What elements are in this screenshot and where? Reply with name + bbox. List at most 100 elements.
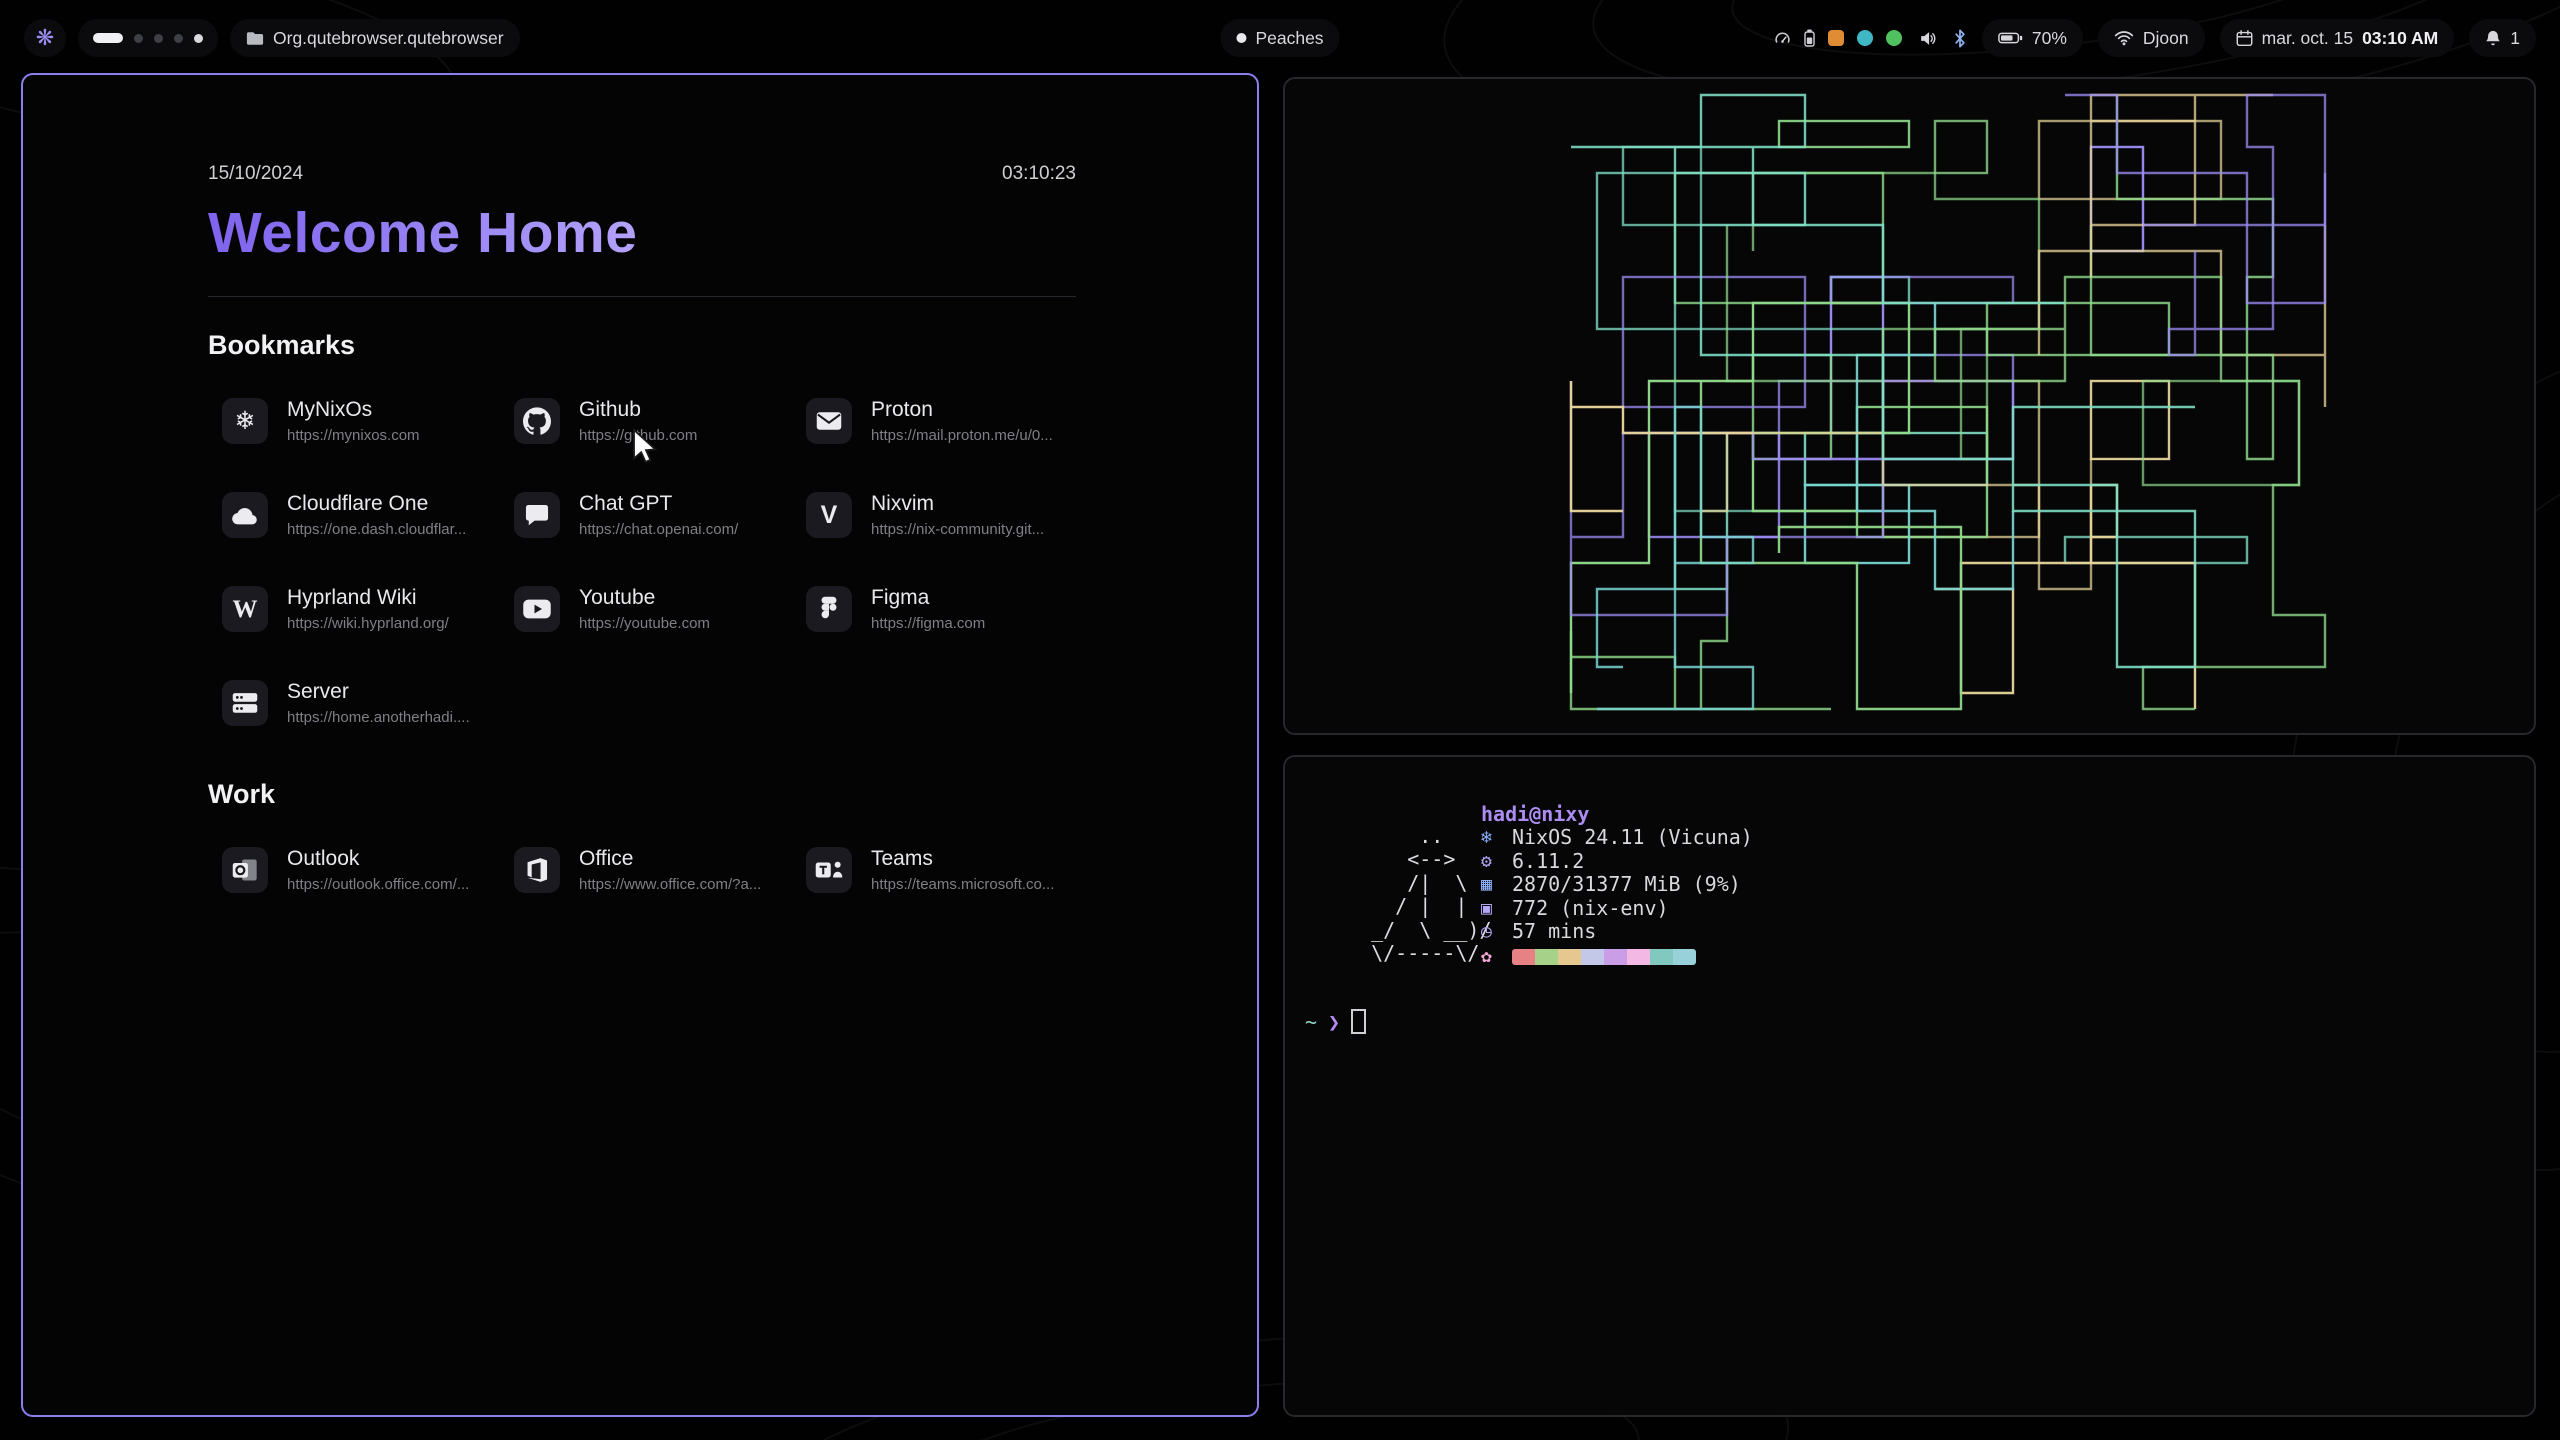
workspace-dot-3[interactable] [154,33,163,43]
media-chip[interactable]: Peaches [1220,19,1340,57]
top-bar: ❋ Org.qutebrowser.qutebrowser Peaches [0,18,2560,58]
battery-chip[interactable]: 70% [1981,19,2083,57]
topbar-right: 70% Djoon mar. oct. 15 03:10 AM 1 [1774,19,2536,57]
fetch-line: ▣772 (nix-env) [1481,896,1753,920]
bookmark-grid: ❄MyNixOshttps://mynixos.comGithubhttps:/… [210,374,1076,750]
bookmark-url: https://figma.com [871,615,986,632]
teams-icon [806,847,852,893]
palette-swatch [1650,949,1673,966]
fetch-line-text: 6.11.2 [1512,848,1585,873]
bookmark-hyprland-wiki[interactable]: W Hyprland Wiki https://wiki.hyprland.org/ [210,562,502,656]
startpage-date: 15/10/2024 [208,163,304,184]
workspace-dot-2[interactable] [134,33,143,43]
workspace-active-pill[interactable] [93,33,123,43]
bookmark-url: https://teams.microsoft.co... [871,876,1055,893]
green-app-tray-icon[interactable] [1885,30,1902,46]
gauge-tray-icon[interactable] [1774,30,1791,47]
workspaces[interactable] [78,19,218,57]
bookmark-url: https://wiki.hyprland.org/ [287,615,449,632]
topbar-left: ❋ Org.qutebrowser.qutebrowser [24,19,520,57]
palette-swatch [1581,949,1604,966]
divider [208,296,1076,297]
bookmark-url: https://home.anotherhadi.... [287,709,470,726]
battery-percent: 70% [2031,27,2067,48]
workspace-dots [134,33,203,43]
github-icon [514,398,560,444]
system-tray [1774,29,1902,47]
bookmark-url: https://nix-community.git... [871,521,1045,538]
mouse-cursor [632,427,659,469]
date-time-row: 15/10/2024 03:10:23 [208,163,1076,187]
bookmark-name: Server [287,680,349,703]
media-icon [1236,33,1247,43]
bookmark-url: https://youtube.com [579,615,710,632]
section-title: Work [208,779,276,809]
media-label: Peaches [1255,27,1324,48]
fetch-line-icon: ▣ [1481,897,1492,919]
workspace-dot-5[interactable] [194,33,203,43]
orange-app-tray-icon[interactable] [1827,30,1844,46]
launcher-button[interactable]: ❋ [24,19,66,57]
color-palette: ✿ [1481,945,1753,968]
bookmark-office[interactable]: Office https://www.office.com/?a... [502,823,794,917]
pipes-terminal-window[interactable] [1283,77,2536,735]
startpage-time: 03:10:23 [1002,163,1076,184]
window-title: Org.qutebrowser.qutebrowser [273,27,504,48]
server-icon [222,680,268,726]
folder-icon [246,31,264,46]
fetch-terminal-window[interactable]: .. <--> /| \ / | | _/ \ __)/ \/-----\/ h… [1283,755,2536,1417]
notifications-chip[interactable]: 1 [2469,19,2536,57]
palette-swatch [1627,949,1650,966]
clock-chip[interactable]: mar. oct. 15 03:10 AM [2219,19,2455,57]
bookmark-server[interactable]: Server https://home.anotherhadi.... [210,656,502,750]
bookmark-url: https://www.office.com/?a... [579,876,762,893]
bookmark-github[interactable]: Githubhttps://github.com [502,374,794,468]
bookmark-name: Cloudflare One [287,492,429,515]
volume-icon[interactable] [1917,29,1938,48]
page-title: Welcome Home [208,201,638,265]
bookmark-name: Outlook [287,847,360,870]
youtube-icon [514,586,560,632]
prompt-path: ~ [1305,1009,1318,1034]
wiki-icon: W [222,586,268,632]
bluetooth-icon[interactable] [1953,28,1967,49]
calendar-icon [2236,29,2253,47]
palette-icon: ✿ [1481,946,1492,968]
fetch-line: ▦2870/31377 MiB (9%) [1481,872,1753,896]
battery-tray-icon[interactable] [1804,29,1815,47]
shell-prompt[interactable]: ~ ❯ [1305,1009,1367,1034]
network-name: Djoon [2142,27,2189,48]
section-title: Bookmarks [208,330,356,360]
network-chip[interactable]: Djoon [2097,19,2205,57]
bookmark-name: Office [579,847,634,870]
workspace-dot-4[interactable] [174,33,183,43]
palette-swatch [1673,949,1696,966]
nix-icon: ❄ [222,398,268,444]
office-icon [514,847,560,893]
wifi-icon [2114,30,2134,46]
bookmark-name: Hyprland Wiki [287,586,417,609]
fetch-line: ⚙6.11.2 [1481,848,1753,873]
nix-logo-icon: ❋ [35,25,55,50]
fetch-line-text: NixOS 24.11 (Vicuna) [1512,825,1753,850]
terminal-cursor [1351,1009,1367,1034]
window-title-chip[interactable]: Org.qutebrowser.qutebrowser [230,19,520,57]
bookmark-youtube[interactable]: Youtube https://youtube.com [502,562,794,656]
bookmark-name: Youtube [579,586,656,609]
pipes-art [1569,93,2327,711]
palette-swatch [1604,949,1627,966]
bookmark-name: Chat GPT [579,492,673,515]
teal-app-tray-icon[interactable] [1856,30,1873,46]
palette-swatch [1535,949,1558,966]
fetch-line-icon: ▦ [1481,874,1492,896]
